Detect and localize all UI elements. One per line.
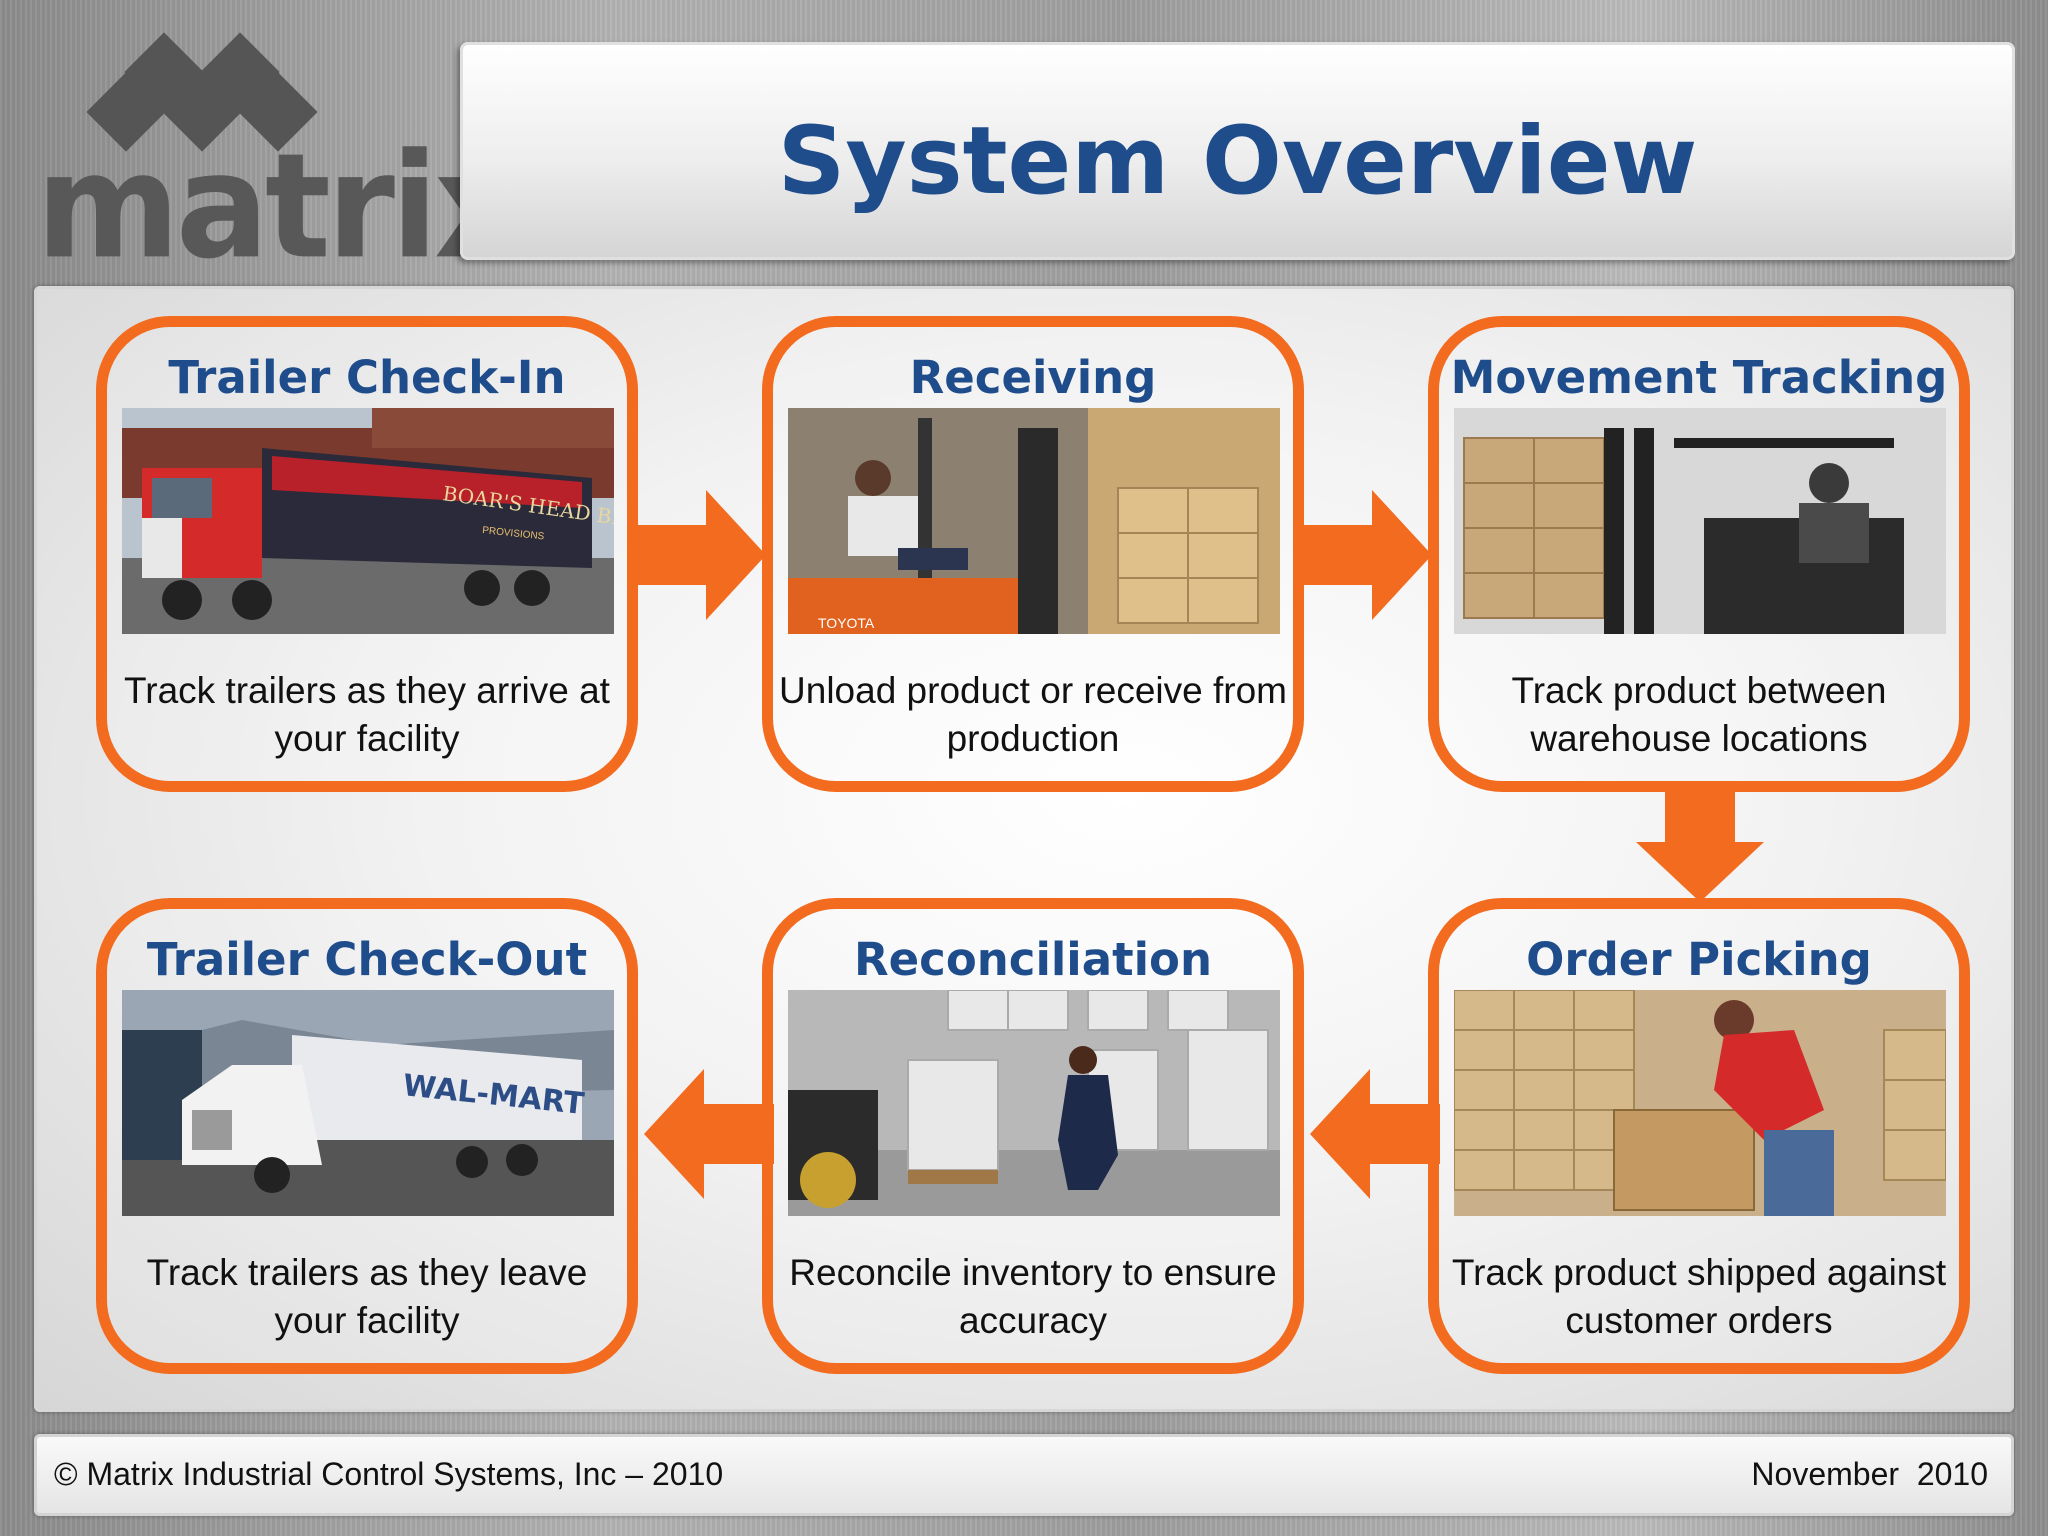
step-description: Track product between warehouse location… <box>1511 670 1887 759</box>
arrow-right-icon <box>1302 490 1432 620</box>
forklift-brand-text: TOYOTA <box>818 615 875 631</box>
step-description: Track product shipped against customer o… <box>1451 1252 1947 1341</box>
logo-wordmark: matrix <box>36 121 523 291</box>
main-panel: Trailer Check-In BOAR'S HEAD BRAND PROVI… <box>34 286 2014 1412</box>
step-title: Movement Tracking <box>1450 351 1948 404</box>
step-trailer-check-out: Trailer Check-Out WAL-MART Track trailer… <box>96 898 638 1374</box>
step-description: Unload product or receive from productio… <box>779 670 1287 759</box>
semi-truck-photo: BOAR'S HEAD BRAND PROVISIONS <box>122 408 614 634</box>
step-order-picking: Order Picking Track product shipped agai… <box>1428 898 1970 1374</box>
step-trailer-check-in: Trailer Check-In BOAR'S HEAD BRAND PROVI… <box>96 316 638 792</box>
step-title: Reconciliation <box>853 933 1212 986</box>
step-reconciliation: Reconciliation Reconcile inventory to en… <box>762 898 1304 1374</box>
forklift-pallet-photo <box>1454 408 1946 634</box>
arrow-left-icon <box>1310 1069 1440 1199</box>
step-title: Trailer Check-Out <box>146 933 588 986</box>
title-panel: System Overview <box>460 42 2015 260</box>
arrow-down-icon <box>1636 792 1764 902</box>
step-description: Reconcile inventory to ensure accuracy <box>789 1252 1277 1341</box>
semi-truck-photo: WAL-MART <box>122 990 614 1216</box>
step-description: Track trailers as they arrive at your fa… <box>124 670 610 759</box>
step-title: Order Picking <box>1526 933 1872 986</box>
forklift-photo: TOYOTA <box>788 408 1280 634</box>
matrix-logo: matrix <box>36 32 523 285</box>
copyright-text: © Matrix Industrial Control Systems, Inc… <box>54 1456 724 1492</box>
step-title: Receiving <box>909 351 1157 404</box>
arrow-right-icon <box>636 490 766 620</box>
worker-scanner-photo <box>788 990 1280 1216</box>
footer-date: November 2010 <box>1751 1456 1988 1492</box>
step-movement-tracking: Movement Tracking Track product between … <box>1428 316 1970 792</box>
worker-boxes-photo <box>1454 990 1946 1216</box>
arrow-left-icon <box>644 1069 774 1199</box>
step-description: Track trailers as they leave your facili… <box>146 1252 588 1341</box>
step-receiving: Receiving TOYOTA Unload product or recei… <box>762 316 1304 792</box>
slide-title: System Overview <box>777 107 1698 216</box>
footer-panel: © Matrix Industrial Control Systems, Inc… <box>34 1434 2014 1516</box>
step-title: Trailer Check-In <box>168 351 566 404</box>
